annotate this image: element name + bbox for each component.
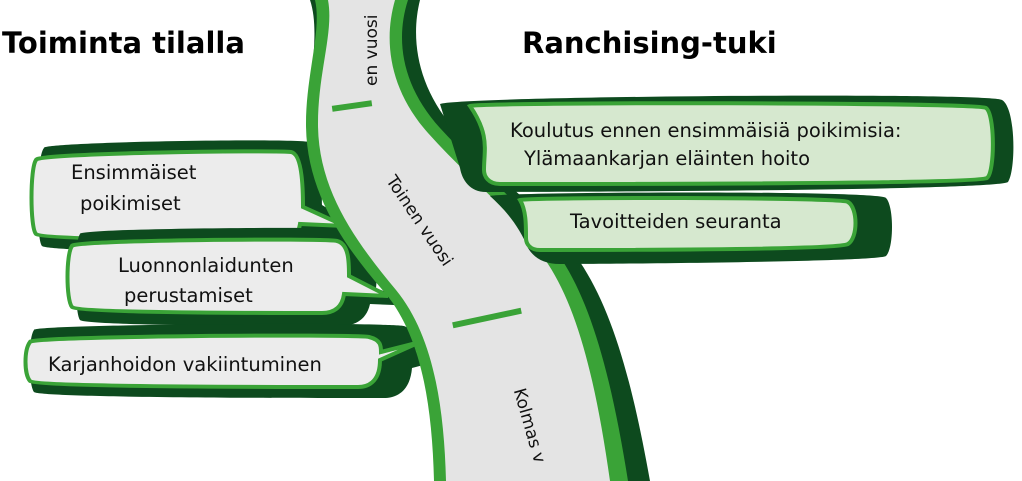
right-callout-1 [440, 95, 1014, 192]
right-item-1-line2: Ylämaankarjan eläinten hoito [524, 147, 810, 170]
left-item-1-line2: poikimiset [80, 192, 181, 215]
left-callout-2-box [65, 237, 389, 316]
left-item-2-line1: Luonnonlaidunten [118, 254, 294, 277]
left-item-1-line1: Ensimmäiset [71, 161, 197, 184]
road [306, 0, 650, 481]
road-divider-2 [452, 307, 522, 329]
right-callout-2 [490, 192, 892, 264]
right-item-1-line1: Koulutus ennen ensimmäisiä poikimisia: [510, 119, 902, 142]
left-callout-3-box [23, 333, 421, 390]
heading-left: Toiminta tilalla [2, 26, 245, 60]
left-item-3-line1: Karjanhoidon vakiintuminen [48, 353, 322, 376]
left-callout-1 [29, 140, 381, 252]
right-item-2-line1: Tavoitteiden seuranta [570, 210, 782, 233]
road-segment-first-label: en vuosi [362, 14, 382, 86]
road-surface [318, 0, 610, 481]
road-divider-1 [331, 100, 373, 112]
right-callout-2-box [517, 195, 858, 253]
left-item-2-line2: perustamiset [124, 284, 253, 307]
heading-right: Ranchising-tuki [522, 26, 777, 60]
left-callout-3 [23, 323, 450, 398]
left-callout-2 [65, 227, 420, 326]
right-callout-1-box [466, 101, 995, 187]
